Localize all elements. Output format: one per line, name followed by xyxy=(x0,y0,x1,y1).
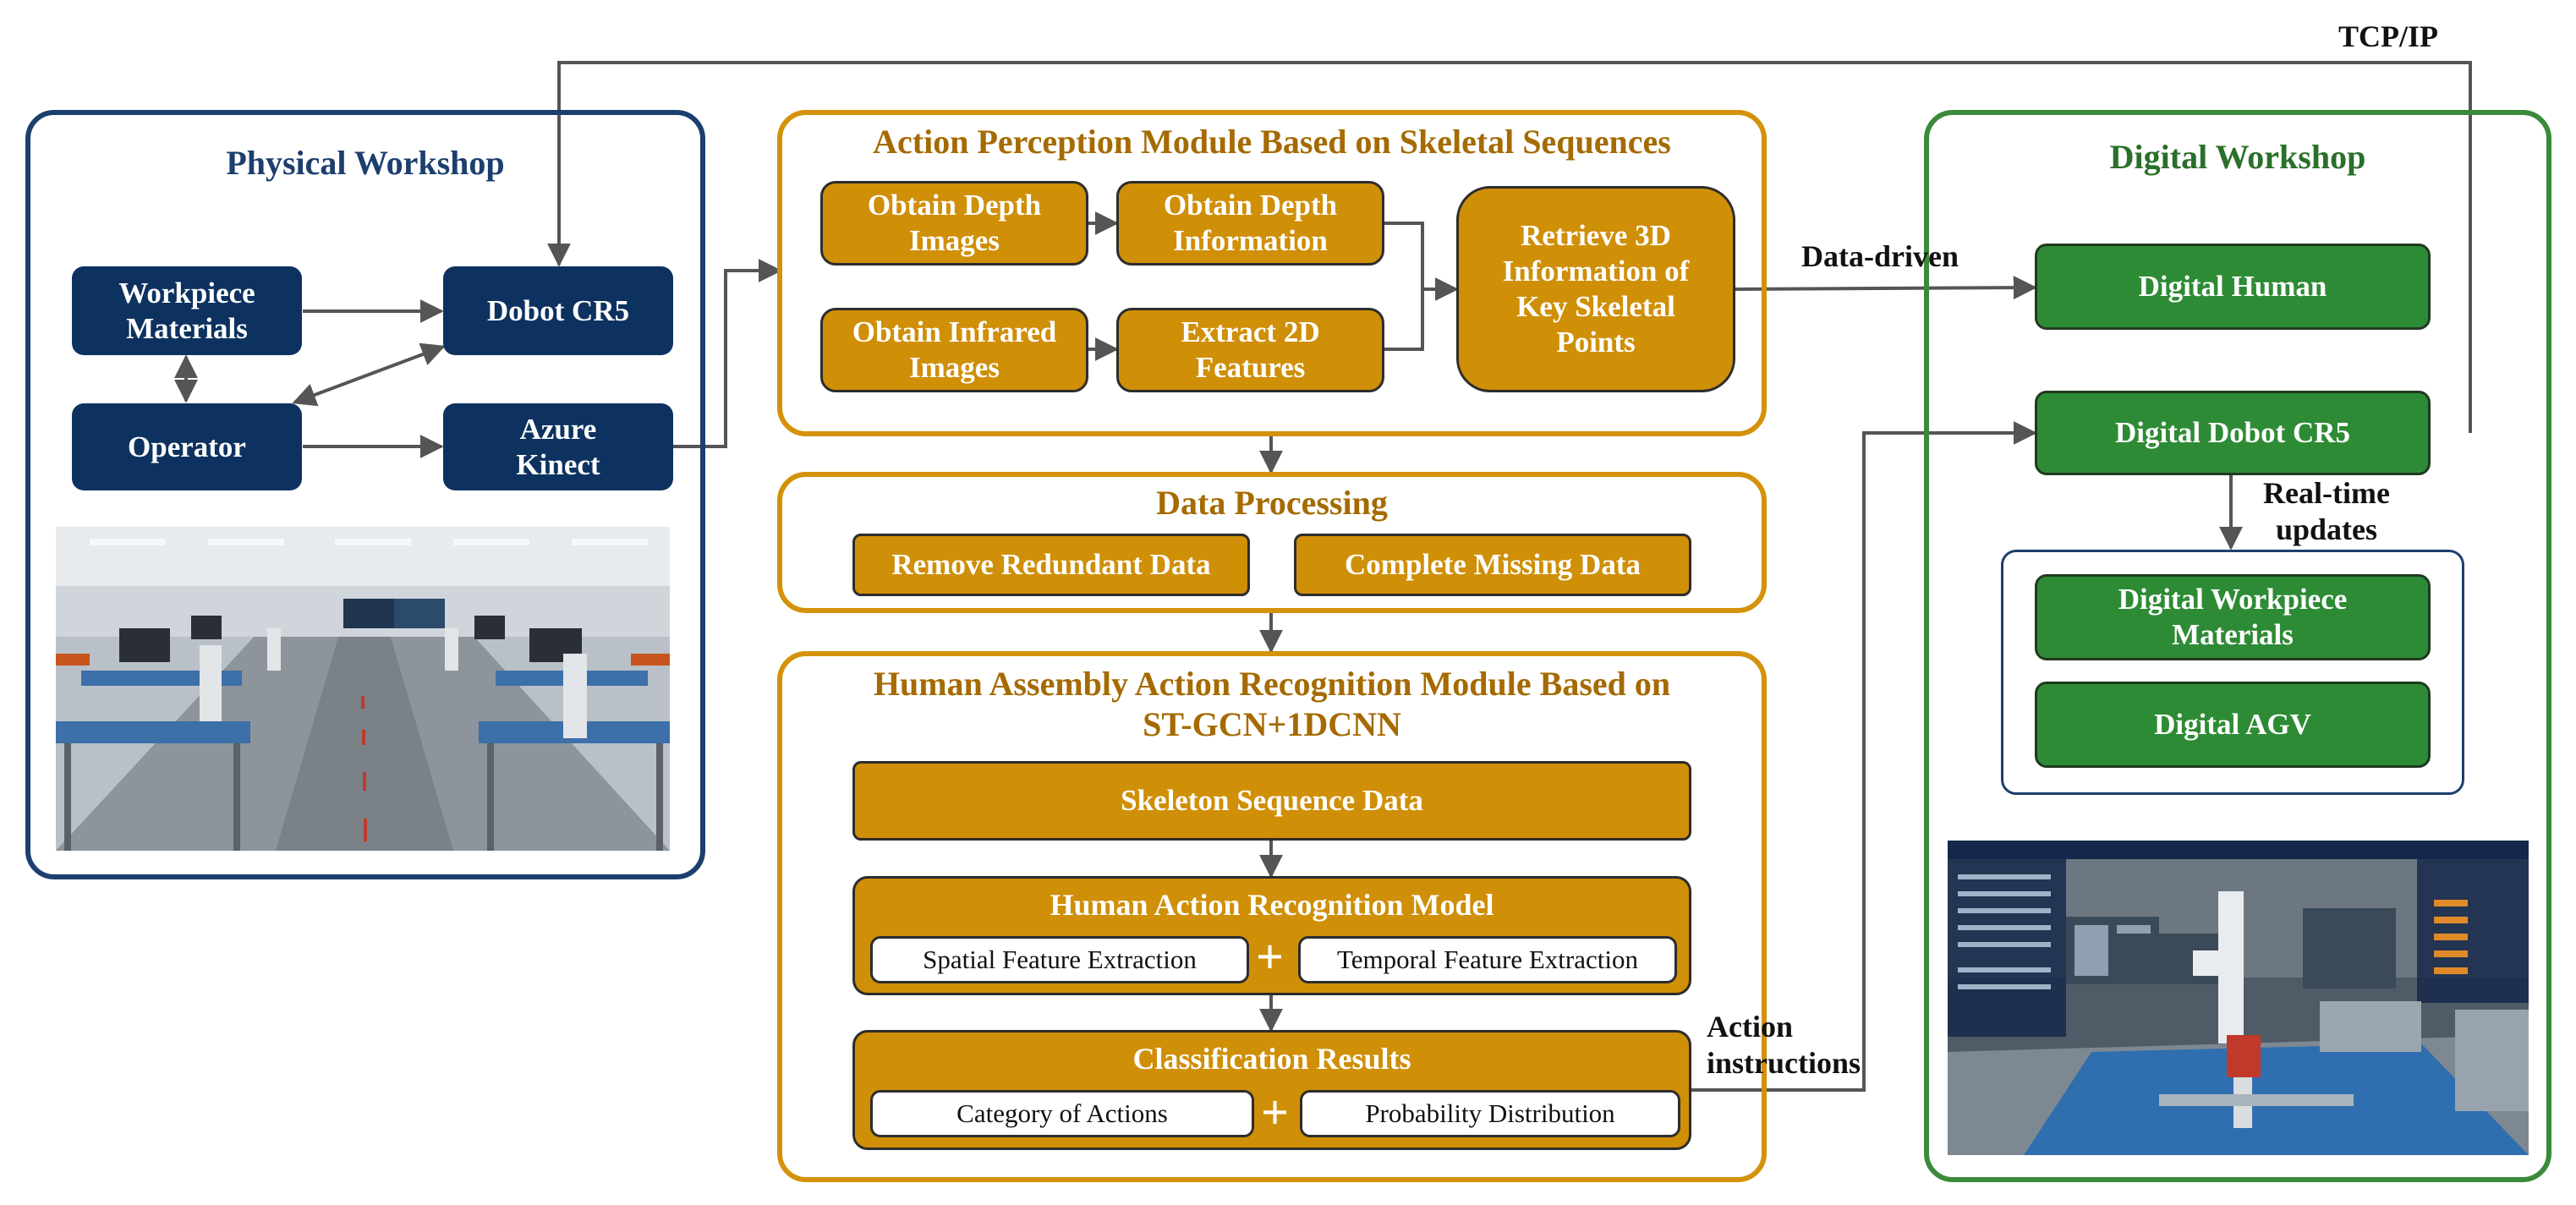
retrieve-line4: Points xyxy=(1556,326,1636,359)
remove-redundant-data-node: Remove Redundant Data xyxy=(852,534,1250,596)
temporal-feature-extraction-box: Temporal Feature Extraction xyxy=(1298,936,1677,983)
digital-agv-label: Digital AGV xyxy=(2154,708,2311,741)
depth-images-line2: Images xyxy=(909,224,1000,257)
digital-workshop-title: Digital Workshop xyxy=(2109,138,2366,176)
probability-distribution-box: Probability Distribution xyxy=(1300,1090,1680,1137)
action-line1: Action xyxy=(1707,1010,1793,1043)
realtime-updates-label: Real-time updates xyxy=(2263,475,2390,548)
kinect-label-line2: Kinect xyxy=(516,447,600,481)
digital-agv-node: Digital AGV xyxy=(2035,682,2431,768)
category-of-actions-box: Category of Actions xyxy=(870,1090,1254,1137)
infrared-line1: Obtain Infrared xyxy=(852,315,1057,348)
complete-label: Complete Missing Data xyxy=(1345,548,1641,581)
workpiece-label-line2: Materials xyxy=(126,311,248,345)
operator-node: Operator xyxy=(72,403,302,490)
action-instructions-connector xyxy=(1690,421,2037,1092)
physical-workshop-title: Physical Workshop xyxy=(226,144,505,182)
dobot-cr5-node: Dobot CR5 xyxy=(443,266,673,355)
dobot-label: Dobot CR5 xyxy=(486,293,630,327)
action-line2: instructions xyxy=(1707,1046,1861,1081)
realtime-line2: updates xyxy=(2275,512,2377,547)
features-line1: Extract 2D xyxy=(1181,315,1320,348)
spatial-feature-extraction-box: Spatial Feature Extraction xyxy=(870,936,1249,983)
results-title: Classification Results xyxy=(1132,1042,1411,1076)
retrieve-line3: Key Skeletal xyxy=(1516,290,1675,323)
features-line2: Features xyxy=(1195,351,1306,384)
model-title: Human Action Recognition Model xyxy=(1050,888,1494,922)
digital-human-label: Digital Human xyxy=(2138,270,2327,303)
digital-workpiece-line1: Digital Workpiece xyxy=(2118,583,2348,616)
data-processing-title: Data Processing xyxy=(1156,484,1388,522)
retrieve-line1: Retrieve 3D xyxy=(1521,219,1671,252)
digital-dobot-node: Digital Dobot CR5 xyxy=(2035,391,2431,475)
action-recognition-model-panel: Human Action Recognition Model Spatial F… xyxy=(852,876,1691,995)
physical-workshop-frame xyxy=(25,110,705,879)
digital-human-node: Digital Human xyxy=(2035,244,2431,330)
model-plus-sign: + xyxy=(1256,929,1285,984)
digital-dobot-label: Digital Dobot CR5 xyxy=(2114,416,2351,449)
results-plus-sign: + xyxy=(1261,1085,1290,1140)
infrared-line2: Images xyxy=(909,351,1000,384)
recognition-title-line2: ST-GCN+1DCNN xyxy=(1143,705,1401,743)
classification-results-panel: Classification Results Category of Actio… xyxy=(852,1030,1691,1150)
perception-module-frame xyxy=(777,110,1767,436)
tcpip-label: TCP/IP xyxy=(2338,19,2439,53)
depth-info-line2: Information xyxy=(1173,224,1328,257)
complete-missing-data-node: Complete Missing Data xyxy=(1294,534,1691,596)
kinect-to-perception-connector xyxy=(673,259,782,448)
remove-label: Remove Redundant Data xyxy=(891,548,1211,581)
data-driven-label: Data-driven xyxy=(1801,239,1959,273)
tcpip-connector xyxy=(547,61,2472,433)
kinect-label-line1: Azure xyxy=(519,412,597,446)
workpiece-label-line1: Workpiece xyxy=(118,276,255,309)
skeleton-sequence-data-node: Skeleton Sequence Data xyxy=(852,761,1691,841)
depth-info-line1: Obtain Depth xyxy=(1163,189,1338,222)
digital-twin-screenshot xyxy=(1948,841,2529,1155)
skeleton-label: Skeleton Sequence Data xyxy=(1121,784,1423,817)
retrieve-line2: Information of xyxy=(1502,255,1690,288)
digital-assets-group xyxy=(2001,550,2464,795)
digital-workshop-frame xyxy=(1924,110,2551,1182)
realtime-line1: Real-time xyxy=(2263,476,2390,510)
physical-workshop-photo xyxy=(56,527,670,851)
digital-workpiece-line2: Materials xyxy=(2172,618,2294,651)
data-processing-frame xyxy=(777,472,1767,613)
action-instructions-label: Action instructions xyxy=(1707,1009,1861,1082)
operator-label: Operator xyxy=(128,430,246,463)
perception-module-title: Action Perception Module Based on Skelet… xyxy=(873,123,1671,161)
recognition-module-frame xyxy=(777,651,1767,1182)
features-to-retrieve-connector xyxy=(1384,289,1424,351)
recognition-title-line1: Human Assembly Action Recognition Module… xyxy=(873,665,1671,703)
operator-dobot-connector xyxy=(292,342,446,407)
depth-images-line1: Obtain Depth xyxy=(867,189,1042,222)
depth-info-to-retrieve-connector xyxy=(1384,222,1424,289)
retrieve-to-digital-human-connector xyxy=(1735,276,2037,300)
